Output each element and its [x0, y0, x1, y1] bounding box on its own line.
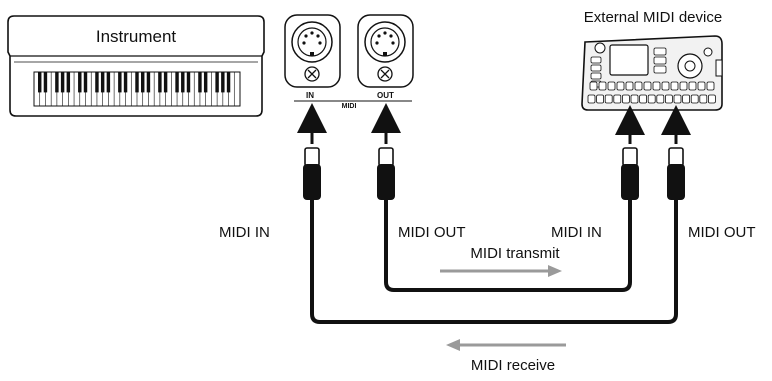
- external-midi-device: External MIDI device: [581, 9, 723, 111]
- device-button: [598, 81, 607, 91]
- label-midi-transmit: MIDI transmit: [470, 245, 560, 262]
- device-button: [708, 94, 716, 104]
- midi-out-port: [357, 14, 414, 88]
- black-key: [146, 72, 151, 93]
- label-device-midi-out: MIDI OUT: [688, 224, 756, 241]
- midi-in-port: [284, 14, 341, 88]
- black-key: [203, 72, 208, 93]
- device-button: [630, 94, 639, 104]
- black-key: [181, 72, 185, 93]
- black-key: [66, 72, 71, 93]
- black-key: [158, 72, 162, 93]
- receive-flow-arrow: [446, 339, 566, 351]
- black-key: [83, 72, 88, 93]
- device-button: [699, 94, 708, 104]
- device-buttons: [587, 47, 716, 104]
- device-button: [587, 94, 596, 104]
- device-button: [607, 81, 616, 91]
- black-key: [163, 72, 168, 93]
- device-button: [647, 94, 656, 104]
- transmit-flow-arrow: [440, 265, 562, 277]
- device-button: [613, 94, 622, 104]
- device-button: [670, 81, 679, 91]
- port-in-label: IN: [306, 91, 314, 100]
- instrument-label: Instrument: [96, 27, 177, 46]
- black-key: [118, 72, 122, 93]
- black-key: [38, 72, 42, 93]
- device-button: [590, 72, 602, 80]
- black-key: [215, 72, 219, 93]
- cable-plug-device-in: [621, 147, 639, 200]
- device-button: [661, 81, 670, 91]
- black-key: [60, 72, 65, 93]
- black-key: [123, 72, 128, 93]
- device-button: [590, 56, 602, 64]
- device-screen: [609, 44, 649, 76]
- black-key: [141, 72, 145, 93]
- external-device-label: External MIDI device: [584, 9, 722, 26]
- cable-plug-instrument-in: [303, 147, 321, 200]
- black-key: [106, 72, 111, 93]
- label-device-midi-in: MIDI IN: [551, 224, 602, 241]
- black-key: [175, 72, 179, 93]
- black-key: [100, 72, 105, 93]
- label-instrument-midi-out: MIDI OUT: [398, 224, 466, 241]
- device-button: [706, 81, 715, 91]
- device-button: [589, 81, 598, 91]
- black-key: [55, 72, 59, 93]
- device-button: [653, 56, 667, 65]
- device-button: [643, 81, 652, 91]
- cable-plug-device-out: [667, 147, 685, 200]
- black-key: [226, 72, 231, 93]
- device-button: [682, 94, 690, 104]
- up-arrows: [297, 103, 691, 144]
- device-button: [634, 81, 643, 91]
- device-button: [697, 81, 706, 91]
- device-button: [604, 94, 613, 104]
- black-key: [135, 72, 139, 93]
- device-button: [679, 81, 688, 91]
- port-group-label: MIDI: [342, 103, 357, 110]
- cable-plug-instrument-out: [377, 147, 395, 200]
- device-button: [653, 65, 667, 74]
- device-button: [616, 81, 625, 91]
- device-button: [639, 94, 647, 104]
- device-button: [652, 81, 661, 91]
- piano-keys: [38, 72, 235, 106]
- label-instrument-midi-in: MIDI IN: [219, 224, 270, 241]
- device-button: [688, 81, 697, 91]
- cable-receive: [310, 200, 678, 324]
- black-key: [198, 72, 202, 93]
- device-button: [673, 94, 682, 104]
- black-key: [221, 72, 225, 93]
- instrument-midi-ports: IN OUT MIDI: [284, 14, 414, 110]
- cable-transmit: [384, 200, 632, 292]
- label-midi-receive: MIDI receive: [471, 357, 555, 374]
- device-button: [653, 47, 667, 56]
- black-key: [78, 72, 82, 93]
- black-key: [186, 72, 191, 93]
- device-button: [665, 94, 673, 104]
- device-button: [596, 94, 604, 104]
- device-button: [656, 94, 665, 104]
- black-key: [95, 72, 99, 93]
- device-button: [622, 94, 630, 104]
- device-button: [590, 64, 602, 72]
- black-key: [43, 72, 48, 93]
- device-button: [690, 94, 699, 104]
- port-out-label: OUT: [377, 91, 394, 100]
- device-button: [625, 81, 634, 91]
- instrument-illustration: Instrument: [7, 15, 265, 117]
